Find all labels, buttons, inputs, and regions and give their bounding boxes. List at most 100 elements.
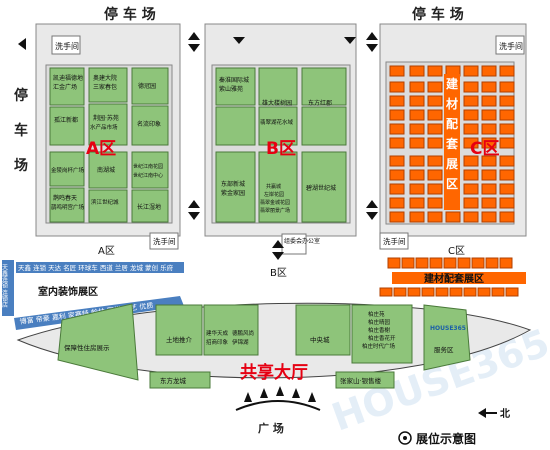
booth-label: 德冠园 [138, 82, 156, 90]
building-booth [499, 137, 515, 149]
booth-label: 碧湖世纪城 [306, 184, 336, 192]
building-booth [463, 95, 479, 107]
booth-label: 共赢城 [266, 183, 281, 190]
building-booth [481, 95, 497, 107]
booth-b7 [301, 67, 347, 106]
booth-label: 翡翠丽景广场 [260, 207, 290, 214]
booth-label: 东方红郡 [308, 99, 332, 107]
booth-a2 [49, 106, 85, 146]
booth-label: 三家春包 [93, 83, 117, 91]
booth-label: 秦淮国际城 [219, 76, 249, 84]
building-booth [463, 287, 477, 297]
booth-label: 德鹏风尚 [232, 329, 254, 337]
booth-a9 [131, 67, 169, 105]
booth-label: 荆园·苏苑 [93, 114, 119, 122]
hall-c-big-label: C区 [470, 139, 499, 159]
building-booth [463, 155, 479, 167]
building-booth [463, 109, 479, 121]
building-booth [481, 155, 497, 167]
booth-label: 雄大楼树园 [262, 99, 292, 107]
building-booth [499, 95, 515, 107]
hall-b-bottom-label: B区 [270, 267, 287, 279]
booth-label: 世纪江南中心 [133, 172, 163, 179]
building-booth [389, 169, 405, 181]
booth-label: 柏庄苑 [368, 310, 385, 318]
booth-label: 中央城 [310, 335, 330, 344]
booth-a1 [49, 67, 85, 106]
building-zone-top-row [387, 257, 513, 269]
building-booth [445, 211, 461, 223]
map-title-text: 展位示意图 [416, 431, 476, 446]
booth-b6 [258, 151, 298, 223]
booth-label: 土地推介 [166, 335, 193, 344]
booth-b8 [301, 106, 347, 146]
hall-c-label-strip [444, 74, 460, 210]
booth-label: 鹊鸣春天 [53, 194, 77, 202]
hall-a-restroom-bottom: 洗手间 [153, 236, 176, 246]
building-booth [389, 81, 405, 93]
building-booth [389, 137, 405, 149]
booth-a5 [88, 67, 128, 103]
shared-hall: 保障性住房展示 土地推介 建华天成 德鹏风尚 招商印象 伊锦湖 东方龙城 中央城… [16, 302, 532, 389]
building-booth [409, 183, 425, 195]
booth-a6 [88, 103, 128, 146]
building-booth [389, 123, 405, 135]
building-booth [409, 109, 425, 121]
booth-label: 东方龙城 [160, 376, 187, 385]
booth-label: 服务区 [434, 345, 454, 354]
building-booth [463, 123, 479, 135]
building-booth [427, 197, 443, 209]
hall-a-bottom-label: A区 [98, 245, 115, 257]
booth-label: 东部新城 [221, 180, 245, 188]
building-booth [499, 169, 515, 181]
building-booth [499, 211, 515, 223]
building-booth [427, 109, 443, 121]
building-booth [421, 287, 435, 297]
booth-b1 [215, 67, 256, 106]
booth-label: 左岸花园 [264, 191, 284, 198]
hall-c-restroom-bottom: 洗手间 [383, 236, 406, 246]
building-booth [463, 169, 479, 181]
building-booth [499, 109, 515, 121]
booth-label: 建华天成 [206, 329, 229, 337]
map-title: 展位示意图 [398, 431, 476, 446]
booth-label: 紫金家园 [221, 189, 245, 197]
booth-label: 保障性住房展示 [64, 343, 110, 352]
booth-a3 [49, 151, 85, 187]
building-booth [499, 123, 515, 135]
building-booth [481, 123, 497, 135]
building-booth [463, 137, 479, 149]
building-booth [481, 183, 497, 195]
booth-b4 [258, 67, 298, 106]
building-booth [463, 211, 479, 223]
booth-label: 柏庄晴园 [368, 318, 391, 326]
building-booth [389, 197, 405, 209]
booth-label: 金陵岗杯广场 [51, 166, 85, 174]
building-booth [491, 287, 505, 297]
building-zone-right: 建材配套展区 [379, 257, 526, 297]
booth-label: 世纪江南花园 [133, 163, 163, 170]
building-booth [389, 109, 405, 121]
booth-shared-1 [57, 303, 139, 381]
building-booth [409, 169, 425, 181]
parking-top-left: 停 车 场 [104, 6, 156, 23]
booth-label: 紫山雅苑 [219, 85, 243, 93]
building-booth [481, 169, 497, 181]
parking-left-label: 停车场 [14, 87, 28, 174]
building-booth [499, 81, 515, 93]
booth-a7 [88, 151, 128, 189]
compass-label: 北 [500, 407, 510, 420]
building-zone-label: 建材配套展区 [423, 272, 484, 285]
building-booth [407, 287, 421, 297]
booth-label: 翡翠湖花水域 [260, 118, 294, 126]
building-booth [409, 155, 425, 167]
building-booth [429, 257, 443, 269]
booth-shared-6 [351, 304, 413, 364]
hall-a: 洗手间 凯迪福德地 汇金广场 孤江新都 金陵岗杯广场 鹊鸣春天 鹊鸣明宫广场 奥… [35, 23, 181, 257]
booth-shared-3 [203, 304, 259, 356]
building-booth [427, 155, 443, 167]
booth-label: 奥建大院 [93, 74, 117, 82]
building-booth [427, 137, 443, 149]
hall-c-booth-grid [389, 65, 515, 223]
